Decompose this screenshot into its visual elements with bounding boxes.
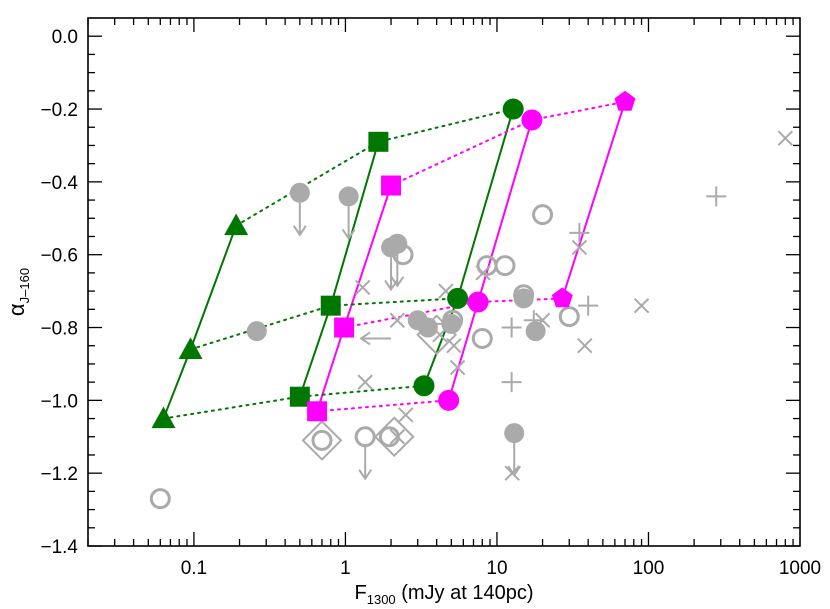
observed-diamond <box>301 419 343 461</box>
y-tick-label: 0.0 <box>52 27 78 48</box>
observed-plus-mark <box>569 222 590 243</box>
observed-open-circle <box>513 284 535 306</box>
model-green-square <box>368 131 389 152</box>
upper-limit-arrow <box>507 443 522 477</box>
model-magenta-square <box>307 401 328 422</box>
upper-limit-arrow <box>390 253 405 288</box>
observed-points <box>149 130 794 510</box>
observed-x-mark <box>633 297 650 314</box>
axis-ticks <box>87 18 800 547</box>
x-tick-label: 10 <box>486 558 507 579</box>
observed-filled-circle <box>289 182 310 203</box>
model-green-triangle <box>151 406 176 429</box>
green-dotted-link <box>235 108 515 227</box>
observed-open-circle <box>442 309 464 331</box>
y-tick-label: −0.6 <box>40 246 78 267</box>
observed-filled-circle <box>525 321 546 342</box>
model-green-circle <box>447 287 469 309</box>
model-green-triangle <box>178 337 203 359</box>
observed-filled-circle <box>504 423 525 444</box>
model-green-circle <box>413 375 435 397</box>
magenta-circle-track <box>447 118 533 402</box>
y-tick-label: −1.0 <box>40 391 78 412</box>
model-magenta-pentagon <box>551 287 573 308</box>
observed-open-circle <box>378 426 400 448</box>
model-points <box>151 90 636 429</box>
y-tick-label: −0.2 <box>40 100 78 121</box>
observed-plus-mark <box>578 295 599 316</box>
x-axis-label-main: F <box>355 582 367 604</box>
x-tick-label: 1 <box>340 558 351 579</box>
upper-limit-arrow <box>341 206 356 241</box>
upper-limit-arrow <box>358 446 373 481</box>
y-tick-label: −1.4 <box>40 537 78 558</box>
observed-plus-mark <box>501 372 522 393</box>
plot-frame <box>87 17 801 547</box>
y-tick-label: −0.4 <box>40 173 78 194</box>
observed-open-circle <box>354 426 376 448</box>
observed-open-circle <box>471 327 493 349</box>
model-magenta-circle <box>438 389 460 411</box>
observed-x-mark <box>357 374 373 390</box>
observed-filled-circle <box>246 321 267 342</box>
x-tick-label: 100 <box>633 558 665 579</box>
y-tick-label: −0.8 <box>40 319 78 340</box>
observed-x-mark <box>475 265 491 281</box>
x-axis-label-rest: (mJy at 140pc) <box>396 582 534 604</box>
green-triangle-track <box>162 224 238 420</box>
x-axis-label: F1300 (mJy at 140pc) <box>355 582 534 607</box>
observed-x-mark <box>389 312 406 328</box>
y-tick-label: −1.2 <box>40 464 78 485</box>
upper-limit-arrow <box>292 202 307 237</box>
observed-open-circle <box>311 429 333 451</box>
observed-x-mark <box>398 407 414 423</box>
observed-x-mark <box>449 359 466 376</box>
green-circle-track <box>422 108 515 387</box>
observed-x-mark <box>432 327 448 343</box>
model-magenta-pentagon <box>614 90 636 111</box>
x-tick-label: 0.1 <box>181 558 207 579</box>
observed-x-mark <box>389 429 406 445</box>
model-green-square <box>320 295 341 316</box>
left-limit-arrow <box>359 331 392 346</box>
green-square-track <box>298 140 380 398</box>
y-axis-label: αJ–160 <box>4 268 32 316</box>
model-magenta-square <box>334 317 355 338</box>
observed-open-circle <box>149 488 171 510</box>
observed-open-circle <box>494 255 516 277</box>
x-axis-label-sub: 1300 <box>367 592 396 607</box>
observed-plus-mark <box>501 317 522 338</box>
observed-open-circle <box>532 204 554 226</box>
y-axis-label-main: α <box>4 303 29 316</box>
observed-filled-circle <box>417 317 438 338</box>
observed-filled-circle <box>338 186 359 207</box>
model-green-circle <box>502 98 524 120</box>
model-green-square <box>289 386 310 407</box>
observed-open-circle <box>392 244 414 266</box>
magenta-dotted-link <box>316 399 450 413</box>
tick-labels: 0.1 1 10 100 1000 0.0 −0.2 −0.4 −0.6 −0.8 −1.0 −1.2… <box>40 27 821 579</box>
observed-x-mark <box>354 279 371 296</box>
y-axis-label-sub: J–160 <box>17 268 32 303</box>
x-tick-label: 1000 <box>779 558 821 579</box>
observed-x-mark <box>777 130 794 146</box>
model-magenta-circle <box>521 109 543 131</box>
observed-open-circle <box>558 306 580 328</box>
model-magenta-square <box>381 175 402 196</box>
left-limit-arrow <box>416 317 449 331</box>
observed-diamond <box>373 416 415 458</box>
upper-limit-arrow <box>384 257 398 292</box>
observed-x-mark <box>571 239 588 256</box>
observed-x-mark <box>446 338 462 354</box>
observed-x-mark <box>577 338 593 354</box>
model-green-triangle <box>224 213 249 236</box>
observed-plus-mark <box>706 186 727 207</box>
model-magenta-circle <box>467 291 489 313</box>
observed-filled-circle <box>387 233 408 254</box>
observed-plus-mark <box>523 310 544 331</box>
magenta-pentagon-track <box>561 100 627 300</box>
